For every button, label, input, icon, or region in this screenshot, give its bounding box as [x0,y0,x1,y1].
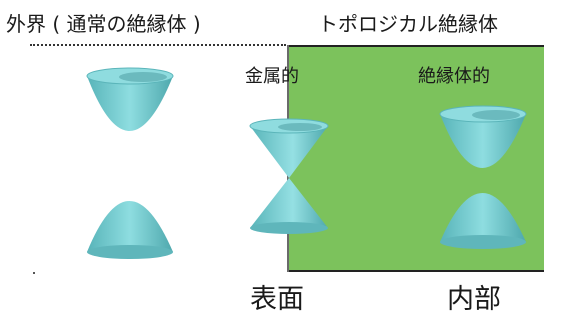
interior-gapped-band-icon [439,105,527,249]
topological-insulator-label: トポロジカル絶縁体 [318,12,498,36]
interior-conduction-band [439,105,527,168]
interior-valence-band [440,193,526,249]
topological-bottom-boundary [288,270,544,272]
conduction-band [86,67,174,131]
valence-band [87,201,173,259]
topological-top-boundary [288,45,544,47]
surface-label: 表面 [250,284,304,315]
outside-gapped-band-icon [86,67,174,259]
surface-dirac-cone-icon [249,118,329,234]
outside-label: 外界 ( 通常の絶縁体 ) [6,12,201,36]
interior-label: 内部 [447,284,501,315]
outside-boundary-line [30,44,286,46]
axis-tick-mark [33,272,35,274]
insulating-label: 絶縁体的 [418,66,490,87]
metallic-label: 金属的 [245,66,299,87]
